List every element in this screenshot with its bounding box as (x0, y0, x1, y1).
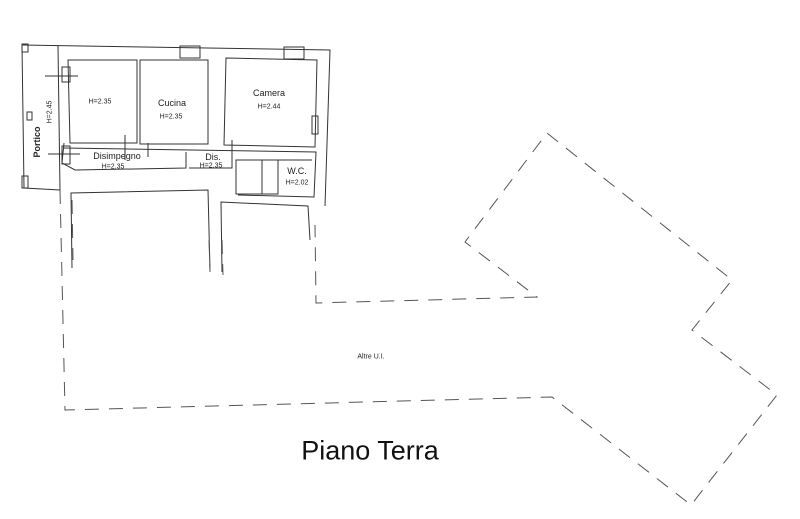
portico-height: H=2.45 (46, 100, 54, 124)
camera-height: H=2.44 (257, 103, 281, 111)
room1-height: H=2.35 (88, 98, 112, 106)
disimpegno-label: Disimpegno (93, 151, 141, 161)
wc-height: H=2.02 (285, 179, 309, 187)
camera-label: Camera (252, 88, 286, 98)
cucina-label: Cucina (157, 98, 187, 108)
plan-title: Piano Terra (301, 435, 439, 466)
room-1-outline (67, 59, 138, 144)
dis-label: Dis. (205, 152, 221, 162)
outer-wall (21, 44, 331, 207)
wc-label: W.C. (287, 166, 307, 176)
cucina-height: H=2.35 (159, 113, 183, 121)
other-units-label: Altre U.I. (357, 353, 385, 361)
disimpegno-height: H=2.35 (101, 163, 125, 171)
portico-label: Portico (32, 126, 42, 158)
dis-height: H=2.35 (199, 162, 223, 170)
